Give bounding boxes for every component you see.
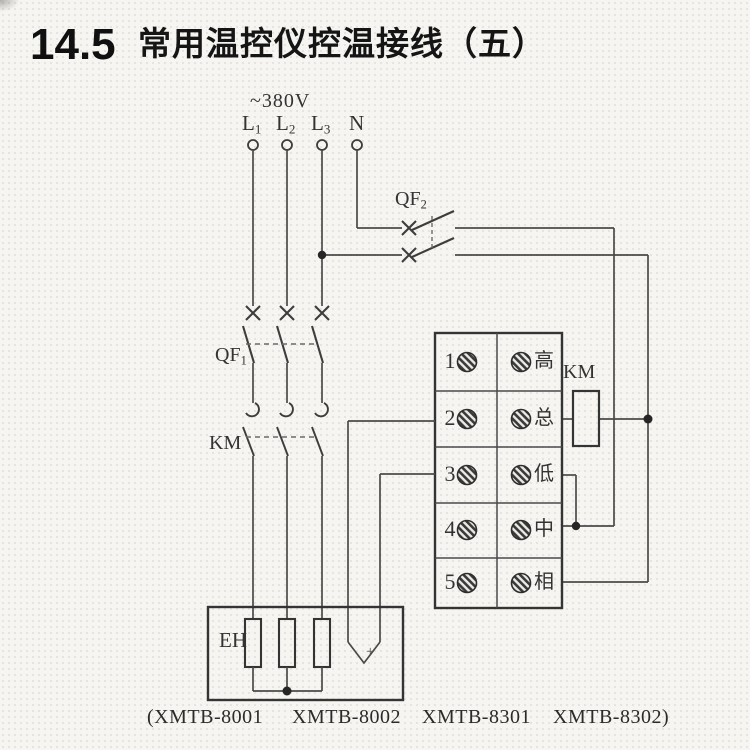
neutral-label: N — [349, 111, 365, 135]
km-blade-2 — [276, 426, 289, 457]
qf2-contact-cross-1 — [401, 220, 417, 236]
km-coil-symbol — [571, 389, 601, 448]
qf2-contact-cross-2 — [401, 247, 417, 263]
qf2-blade-2 — [411, 237, 455, 258]
phase-l2-label: L2 — [276, 111, 296, 137]
km-blade-3 — [311, 426, 324, 457]
supply-terminal-circles — [247, 139, 363, 151]
terminal-3-number: 3 — [444, 461, 456, 486]
terminal-block-symbol — [433, 331, 564, 610]
sensor-polarity-label: + — [366, 644, 375, 660]
terminal-2-number: 2 — [444, 405, 456, 430]
qf1-label: QF1 — [215, 344, 247, 368]
terminal-screw-5-icon — [456, 572, 478, 594]
terminal-l3-icon — [316, 139, 328, 151]
control-circuit-wires — [455, 227, 649, 583]
km-contact-arc-3 — [314, 402, 329, 418]
model-xmtb-8002: XMTB-8002 — [292, 706, 401, 728]
terminal-screw-mid-icon — [510, 519, 532, 541]
km-contacts-label: KM — [209, 432, 242, 454]
qf1-contact-cross-3 — [314, 305, 330, 321]
terminal-screw-high-icon — [510, 351, 532, 373]
terminal-screw-4-icon — [456, 519, 478, 541]
page-title: 常用温控仪控温接线（五） — [138, 25, 546, 62]
qf1-contact-cross-1 — [245, 305, 261, 321]
terminal-screw-phase-icon — [510, 572, 532, 594]
qf2-blade-1 — [411, 210, 455, 231]
heater-label: EH — [219, 628, 247, 652]
terminal-phase-name: 相 — [534, 571, 554, 593]
junction-dot-low-mid — [571, 521, 581, 531]
terminal-screw-3-icon — [456, 464, 478, 486]
model-xmtb-8302: XMTB-8302) — [553, 706, 670, 728]
terminal-4-number: 4 — [444, 516, 456, 541]
terminal-high-name: 高 — [534, 350, 554, 372]
qf2-breaker-symbol — [401, 210, 455, 263]
voltage-label: ~380V — [250, 90, 311, 112]
km-main-contacts-symbol — [242, 402, 329, 619]
qf2-label: QF2 — [395, 188, 427, 212]
section-number: 14.5 — [30, 20, 116, 69]
terminal-block-outline — [433, 331, 564, 610]
heater-enclosure — [206, 605, 405, 702]
model-xmtb-8001: (XMTB-8001 — [147, 706, 264, 728]
phase-l1-label: L1 — [242, 111, 262, 137]
terminal-common-name: 总 — [534, 407, 554, 429]
junction-dot-l3 — [317, 250, 327, 260]
scan-artifact — [0, 0, 20, 12]
km-coil-label: KM — [563, 361, 596, 383]
junction-dot-coil — [643, 414, 653, 424]
qf1-breaker-symbol — [241, 305, 330, 403]
thermocouple-probe-tip — [347, 641, 381, 665]
supply-wires — [252, 150, 402, 306]
terminal-l1-icon — [247, 139, 259, 151]
heater-element-3 — [312, 617, 332, 669]
terminal-l2-icon — [281, 139, 293, 151]
km-contact-arc-2 — [279, 402, 294, 418]
heater-element-1 — [243, 617, 263, 669]
heater-element-2 — [277, 617, 297, 669]
phase-l3-label: L3 — [311, 111, 331, 137]
terminal-5-number: 5 — [444, 569, 456, 594]
terminal-1-number: 1 — [444, 348, 456, 373]
terminal-n-icon — [351, 139, 363, 151]
terminal-screw-low-icon — [510, 464, 532, 486]
terminal-screw-2-icon — [456, 408, 478, 430]
junction-dots — [282, 250, 653, 696]
terminal-screw-common-icon — [510, 408, 532, 430]
km-blade-1 — [242, 426, 255, 457]
terminal-mid-name: 中 — [534, 518, 554, 540]
qf1-contact-cross-2 — [279, 305, 295, 321]
terminal-low-name: 低 — [534, 463, 554, 485]
terminal-screw-1-icon — [456, 351, 478, 373]
km-contact-arc-1 — [245, 402, 260, 418]
sensor-wires — [347, 420, 435, 665]
junction-dot-star-point — [282, 686, 292, 696]
model-xmtb-8301: XMTB-8301 — [422, 706, 531, 728]
qf1-blade-3 — [310, 325, 325, 364]
